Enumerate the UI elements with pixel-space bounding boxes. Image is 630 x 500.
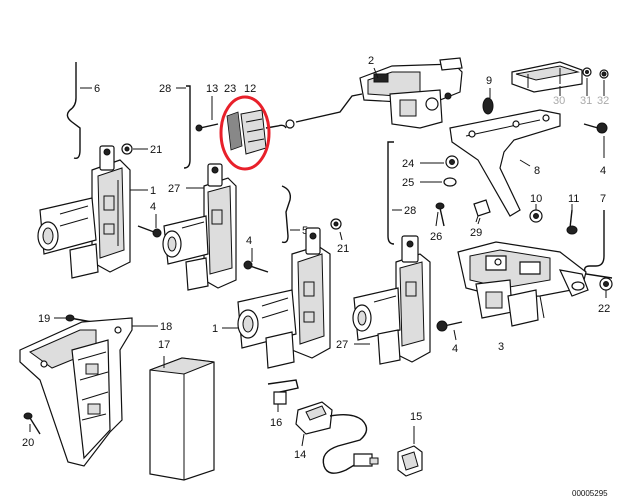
label-27-right: 27 — [336, 339, 348, 351]
part-16-switch — [268, 380, 298, 404]
part-21-nut-mid — [331, 219, 341, 229]
part-11-screw — [567, 210, 577, 234]
part-23-12-switch-parts — [227, 110, 294, 154]
leader-4d — [453, 329, 457, 341]
catalog-number: 00005295 — [572, 489, 608, 498]
label-4-right-low: 4 — [452, 343, 458, 355]
part-14-microswitch-harness — [296, 402, 378, 473]
part-13-bolt — [196, 124, 218, 131]
label-4-right-top: 4 — [600, 165, 606, 177]
leader-21b — [339, 231, 343, 241]
label-20: 20 — [22, 437, 34, 449]
label-10: 10 — [530, 193, 542, 205]
label-29: 29 — [470, 227, 482, 239]
label-23: 23 — [224, 83, 236, 95]
part-27-actuator-right — [353, 236, 430, 364]
part-25-washer — [444, 178, 456, 186]
label-8: 8 — [534, 165, 540, 177]
part-28-rod-left — [184, 86, 190, 168]
label-3: 3 — [498, 341, 504, 353]
label-13: 13 — [206, 83, 218, 95]
label-24: 24 — [402, 158, 414, 170]
part-5-rod — [282, 186, 290, 242]
part-1-actuator-left — [38, 146, 130, 278]
part-4-screw-right-low — [437, 321, 462, 331]
label-6: 6 — [94, 83, 100, 95]
part-8-bracket — [450, 110, 560, 216]
label-28-mid: 28 — [404, 205, 416, 217]
label-18: 18 — [160, 321, 172, 333]
label-1-left: 1 — [150, 185, 156, 197]
label-31: 31 — [580, 95, 592, 107]
label-7: 7 — [600, 193, 606, 205]
part-26-bolt — [436, 203, 444, 226]
part-21-nut-left — [122, 144, 132, 154]
part-2-lock-assembly — [296, 58, 462, 128]
label-5: 5 — [302, 225, 308, 237]
label-12: 12 — [244, 83, 256, 95]
part-27-actuator-left — [163, 164, 236, 290]
label-15: 15 — [410, 411, 422, 423]
part-1-actuator-mid — [238, 228, 330, 368]
label-14: 14 — [294, 449, 306, 461]
part-29-clip — [474, 200, 490, 222]
part-30-bracket — [512, 62, 582, 92]
leader-26 — [435, 211, 439, 227]
label-16: 16 — [270, 417, 282, 429]
label-22: 22 — [598, 303, 610, 315]
leader-2 — [373, 67, 379, 79]
part-4-screw-left — [138, 226, 161, 237]
part-24-nut — [446, 156, 458, 168]
label-4-mid: 4 — [246, 235, 252, 247]
part-7-rod — [585, 210, 612, 278]
label-30: 30 — [553, 95, 565, 107]
label-21-left: 21 — [150, 144, 162, 156]
label-1-mid: 1 — [212, 323, 218, 335]
label-19: 19 — [38, 313, 50, 325]
part-18-bracket — [20, 318, 132, 466]
label-25: 25 — [402, 177, 414, 189]
part-4-screw-mid — [244, 261, 268, 272]
part-6-rod — [67, 62, 80, 158]
label-28-left: 28 — [159, 83, 171, 95]
leader-14 — [301, 433, 305, 447]
label-26: 26 — [430, 231, 442, 243]
part-32-nut — [600, 70, 608, 78]
highlight-circle — [219, 95, 271, 171]
part-9-grommet — [483, 98, 493, 114]
part-22-nut — [600, 278, 612, 290]
part-17-relay-module — [150, 358, 214, 480]
part-4-screw-right-top — [584, 123, 607, 133]
label-9: 9 — [486, 75, 492, 87]
part-10-nut — [530, 210, 542, 222]
leader-29 — [477, 217, 481, 225]
label-2: 2 — [368, 55, 374, 67]
part-28-rod-mid — [388, 142, 394, 244]
part-15-connector — [398, 446, 422, 476]
label-27-left: 27 — [168, 183, 180, 195]
part-3-central-lock-motor — [458, 242, 588, 326]
part-20-screw — [24, 413, 40, 434]
label-17: 17 — [158, 339, 170, 351]
part-31-washer — [583, 68, 591, 76]
label-21-mid: 21 — [337, 243, 349, 255]
label-11: 11 — [568, 193, 579, 205]
label-32: 32 — [597, 95, 609, 107]
leader-8 — [519, 159, 531, 167]
label-4-left: 4 — [150, 201, 156, 213]
